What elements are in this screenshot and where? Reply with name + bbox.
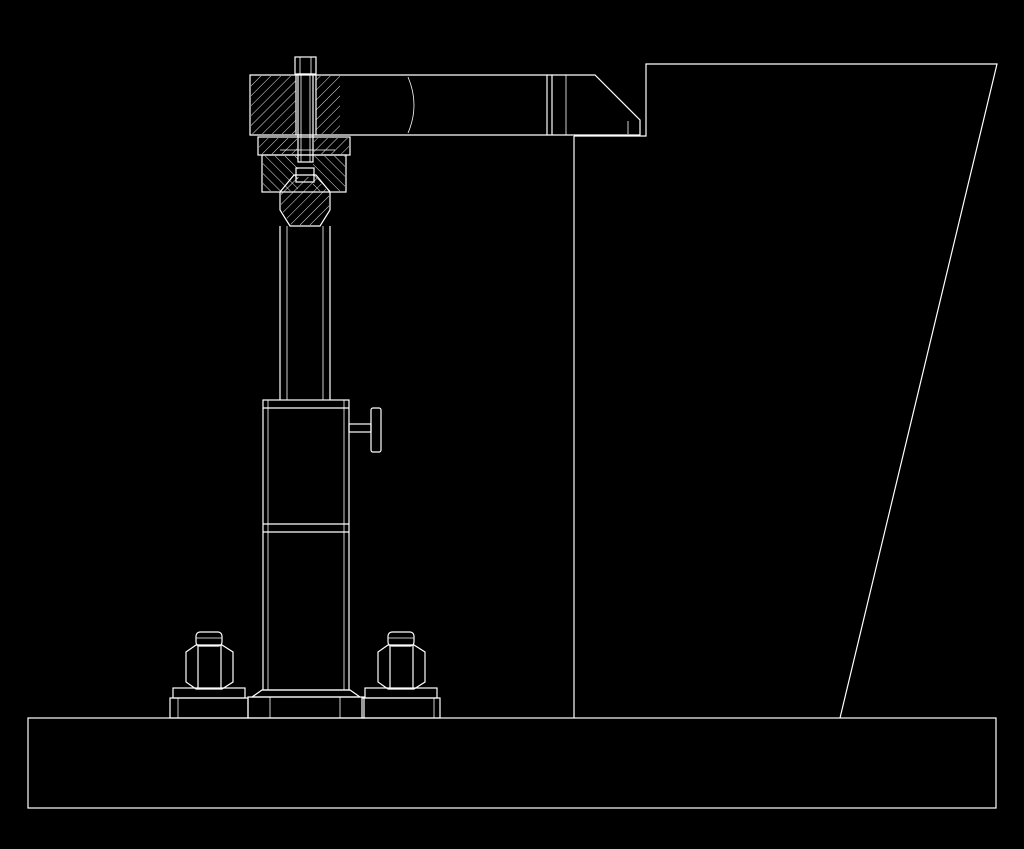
- locking-handle: [348, 407, 382, 453]
- support-column: [262, 226, 350, 691]
- clamp-arm: [249, 74, 641, 136]
- swivel-pad: [257, 136, 351, 227]
- hex-nut-left: [169, 631, 249, 719]
- tapered-workpiece: [573, 63, 998, 719]
- arm-section-hatch: [251, 76, 296, 134]
- base-plate: [27, 717, 997, 809]
- column-base-flange: [247, 689, 365, 719]
- arm-section-hatch-right: [316, 76, 340, 134]
- hex-nut-right: [361, 631, 441, 719]
